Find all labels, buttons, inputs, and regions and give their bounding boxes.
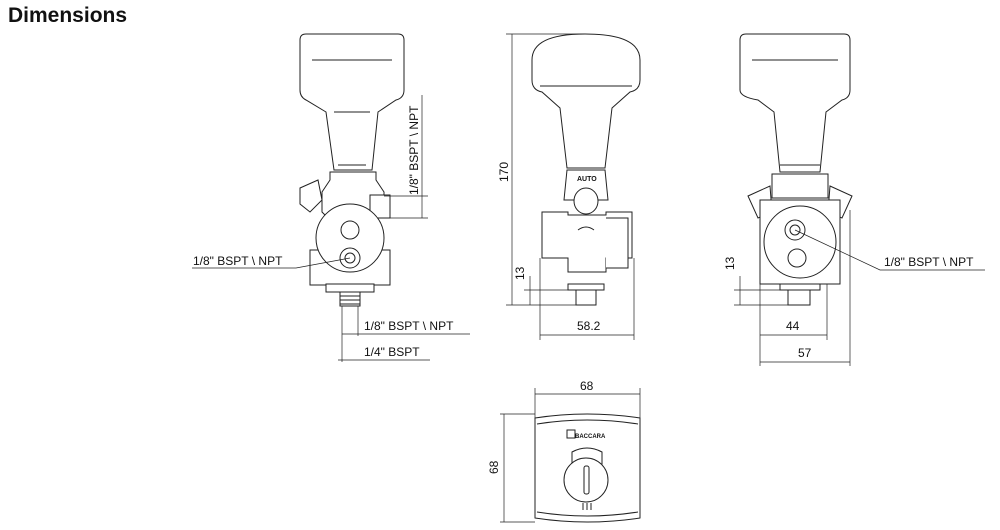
top-height-label: 68 <box>487 460 501 474</box>
top-view: BACCARA 68 68 <box>487 379 641 523</box>
rear-port-label: 1/8" BSPT \ NPT <box>884 255 974 269</box>
top-width-label: 68 <box>580 379 594 393</box>
brand-logo-text: BACCARA <box>575 434 606 440</box>
front-height-label: 170 <box>497 162 511 182</box>
side-outlet-inner-label: 1/8" BSPT \ NPT <box>364 319 454 333</box>
front-width-label: 58.2 <box>577 319 601 333</box>
side-outlet-outer-label: 1/4" BSPT <box>364 345 420 359</box>
side-thread-vertical-label: 1/8" BSPT \ NPT <box>407 105 421 195</box>
rear-view: 1/8" BSPT \ NPT 13 44 57 <box>723 33 985 366</box>
side-view: 1/8" BSPT \ NPT 1/8" BSPT \ NPT 1/8" BSP… <box>192 33 470 362</box>
front-thread-height-label: 13 <box>513 266 527 280</box>
rear-inner-width-label: 44 <box>786 319 800 333</box>
rear-thread-height-label: 13 <box>723 256 737 270</box>
rear-outer-width-label: 57 <box>798 346 812 360</box>
side-thread-port-label: 1/8" BSPT \ NPT <box>193 254 283 268</box>
knob-auto-label: AUTO <box>577 176 597 183</box>
front-view: AUTO 170 13 58.2 <box>497 33 641 340</box>
page-title: Dimensions <box>8 4 128 27</box>
